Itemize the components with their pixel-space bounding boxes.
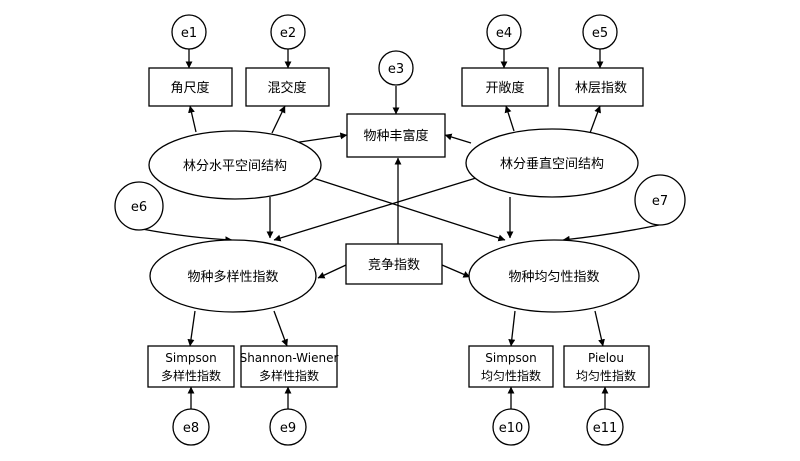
error-e4: e4 <box>486 14 522 50</box>
edge-vertical-fengfudu <box>444 133 472 144</box>
indicator-cengcengzhishu-label: 林层指数 <box>575 81 627 96</box>
edge-horizontal-hunjiaodu <box>271 105 286 134</box>
edge-vertical-kaichangdu <box>504 105 515 132</box>
latent-diversity: 物种多样性指数 <box>149 239 317 313</box>
indicator-jingzheng-label: 竞争指数 <box>368 257 420 273</box>
error-e1: e1 <box>171 14 207 50</box>
error-e5: e5 <box>582 14 618 50</box>
indicator-simpson-diversity-line2: 多样性指数 <box>161 368 221 383</box>
indicator-simpson-diversity: Simpson 多样性指数 <box>147 345 235 388</box>
error-e3-label: e3 <box>388 62 404 77</box>
indicator-shannon-diversity: Shannon-Wiener 多样性指数 <box>240 345 339 388</box>
error-e10-label: e10 <box>499 421 524 436</box>
error-e11: e11 <box>586 408 624 446</box>
indicator-shannon-diversity-line1: Shannon-Wiener <box>240 351 339 365</box>
edge-jingzheng-diversity <box>317 264 347 279</box>
latent-vertical: 林分垂直空间结构 <box>465 128 639 198</box>
indicator-cengcengzhishu: 林层指数 <box>558 67 644 107</box>
error-e8: e8 <box>172 408 210 446</box>
error-e10: e10 <box>492 408 530 446</box>
edge-e7-evenness <box>562 224 660 243</box>
error-e8-label: e8 <box>183 421 199 436</box>
edge-horizontal-jiaochidu <box>188 105 197 133</box>
indicator-simpson-diversity-line1: Simpson <box>165 351 216 365</box>
error-e5-label: e5 <box>592 26 608 41</box>
latent-horizontal-label: 林分水平空间结构 <box>183 159 287 174</box>
indicator-fengfudu: 物种丰富度 <box>346 113 446 158</box>
edge-jingzheng-evenness <box>441 264 471 278</box>
indicator-hunjiaodu-label: 混交度 <box>267 80 306 96</box>
latents: 林分水平空间结构 林分垂直空间结构 物种多样性指数 物种均匀性指数 <box>148 128 640 313</box>
indicator-kaichangdu-label: 开敞度 <box>485 80 524 96</box>
error-e9-label: e9 <box>280 421 296 436</box>
edge-vertical-cengcengzhishu <box>589 105 601 134</box>
edge-horizontal-fengfudu <box>292 132 348 144</box>
indicator-jiaochidu: 角尺度 <box>148 67 233 107</box>
latent-horizontal: 林分水平空间结构 <box>148 130 322 200</box>
edge-diversity-shannon <box>273 310 288 347</box>
edge-horizontal-evenness <box>312 177 506 242</box>
indicator-pielou-evenness-line2: 均匀性指数 <box>576 368 636 383</box>
indicator-hunjiaodu: 混交度 <box>245 67 330 107</box>
edge-evenness-simpson <box>508 310 516 347</box>
indicator-simpson-evenness: Simpson 均匀性指数 <box>468 345 554 388</box>
indicator-jingzheng: 竞争指数 <box>345 243 443 285</box>
indicator-pielou-evenness: Pielou 均匀性指数 <box>563 345 650 388</box>
error-e7-label: e7 <box>652 194 668 209</box>
error-e6-label: e6 <box>131 200 147 215</box>
error-e2: e2 <box>270 14 306 50</box>
error-e3: e3 <box>378 50 414 86</box>
latent-evenness: 物种均匀性指数 <box>468 239 640 313</box>
edge-vertical-diversity <box>273 177 477 242</box>
edge-diversity-simpson <box>187 310 196 347</box>
indicator-kaichangdu: 开敞度 <box>461 67 549 107</box>
error-e9: e9 <box>269 408 307 446</box>
edges <box>141 49 660 409</box>
indicator-jiaochidu-label: 角尺度 <box>170 80 209 96</box>
indicator-simpson-evenness-line2: 均匀性指数 <box>481 368 541 383</box>
error-e11-label: e11 <box>593 421 618 436</box>
indicators: 角尺度 混交度 开敞度 林层指数 物种丰富度 竞争指数 Simpson 多样性指… <box>147 67 650 388</box>
indicator-simpson-evenness-line1: Simpson <box>485 351 536 365</box>
error-terms: e1 e2 e3 e4 e5 e6 e7 e8 <box>114 14 686 446</box>
edge-e6-diversity <box>141 228 233 244</box>
error-e7: e7 <box>634 174 686 226</box>
indicator-pielou-evenness-line1: Pielou <box>588 351 624 365</box>
indicator-shannon-diversity-line2: 多样性指数 <box>259 368 319 383</box>
latent-evenness-label: 物种均匀性指数 <box>508 270 599 285</box>
error-e2-label: e2 <box>280 26 296 41</box>
indicator-fengfudu-label: 物种丰富度 <box>363 128 428 144</box>
latent-diversity-label: 物种多样性指数 <box>187 269 278 285</box>
error-e1-label: e1 <box>181 26 197 41</box>
edge-evenness-pielou <box>594 310 605 347</box>
error-e6: e6 <box>114 181 164 231</box>
latent-vertical-label: 林分垂直空间结构 <box>500 157 604 172</box>
error-e4-label: e4 <box>496 26 512 41</box>
